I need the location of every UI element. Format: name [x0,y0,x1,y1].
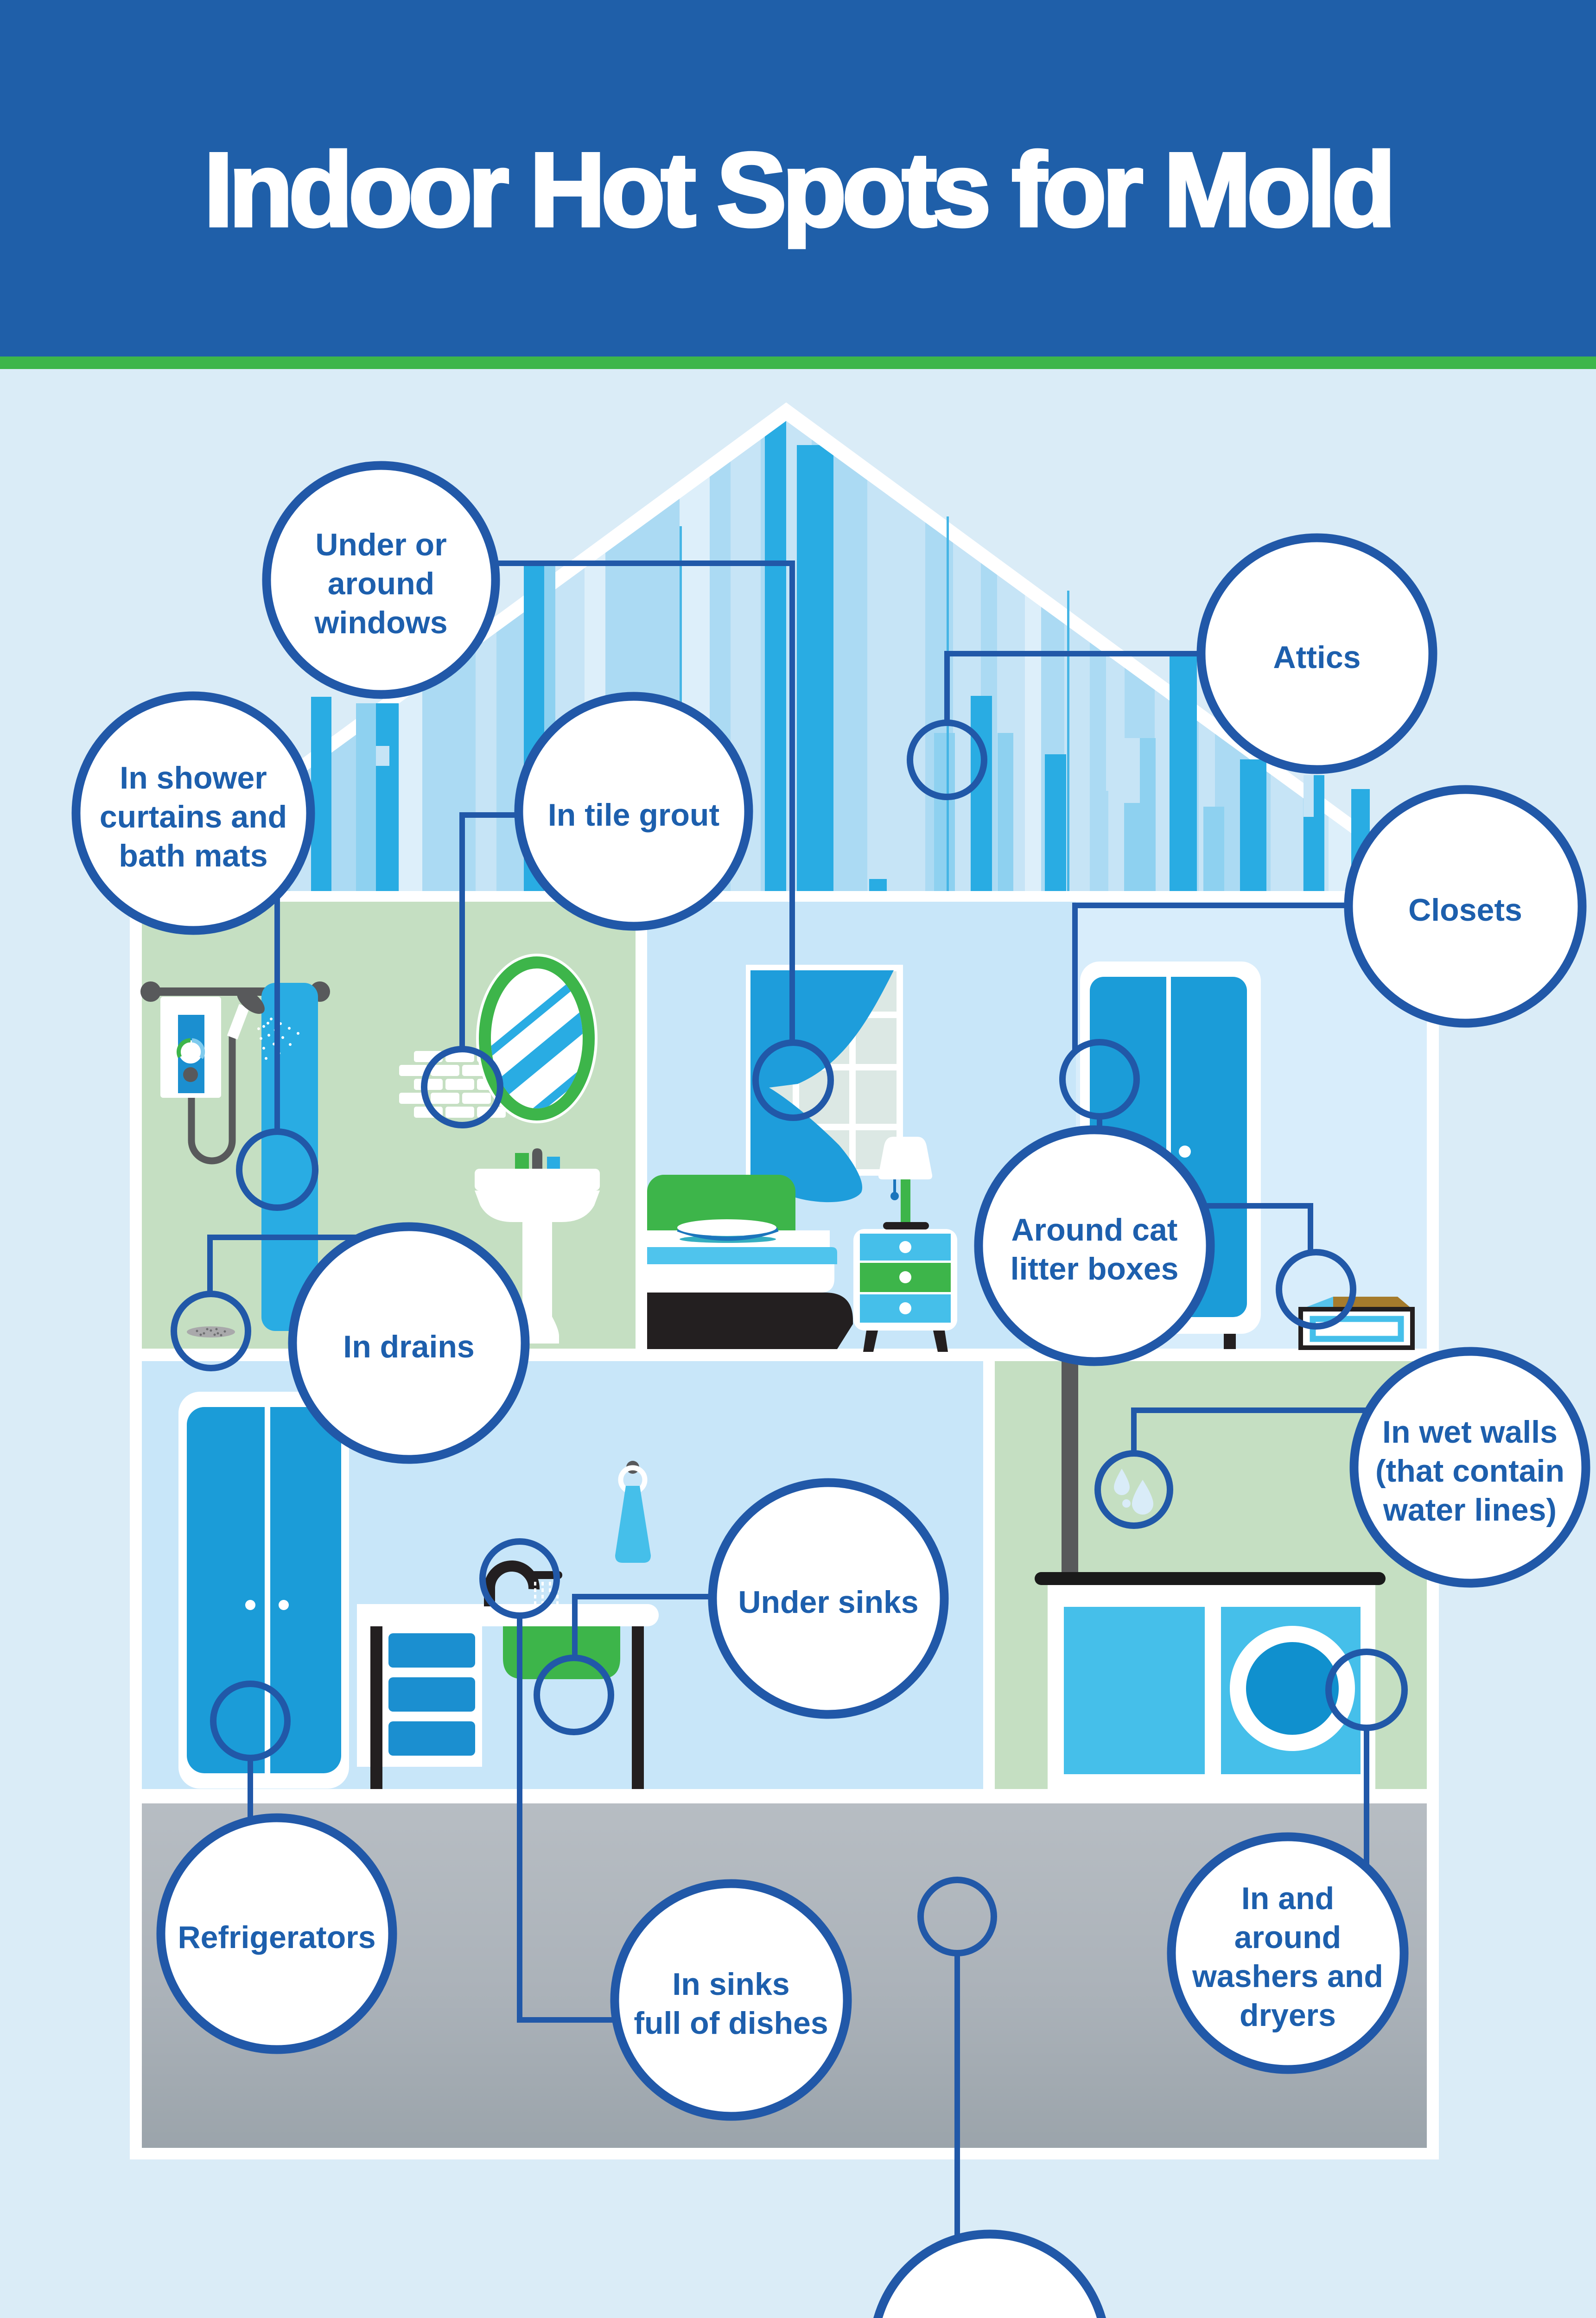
svg-text:In drains: In drains [343,1329,474,1364]
svg-text:Closets: Closets [1408,892,1522,928]
svg-text:Indoor Hot Spots for Mold: Indoor Hot Spots for Mold [204,131,1392,248]
svg-text:Under sinks: Under sinks [738,1585,918,1620]
svg-text:Refrigerators: Refrigerators [178,1920,375,1955]
svg-text:In tile grout: In tile grout [548,797,719,833]
svg-text:Basements &crawl spaces: Basements &crawl spaces [890,2317,1090,2318]
svg-text:Attics: Attics [1273,640,1361,675]
